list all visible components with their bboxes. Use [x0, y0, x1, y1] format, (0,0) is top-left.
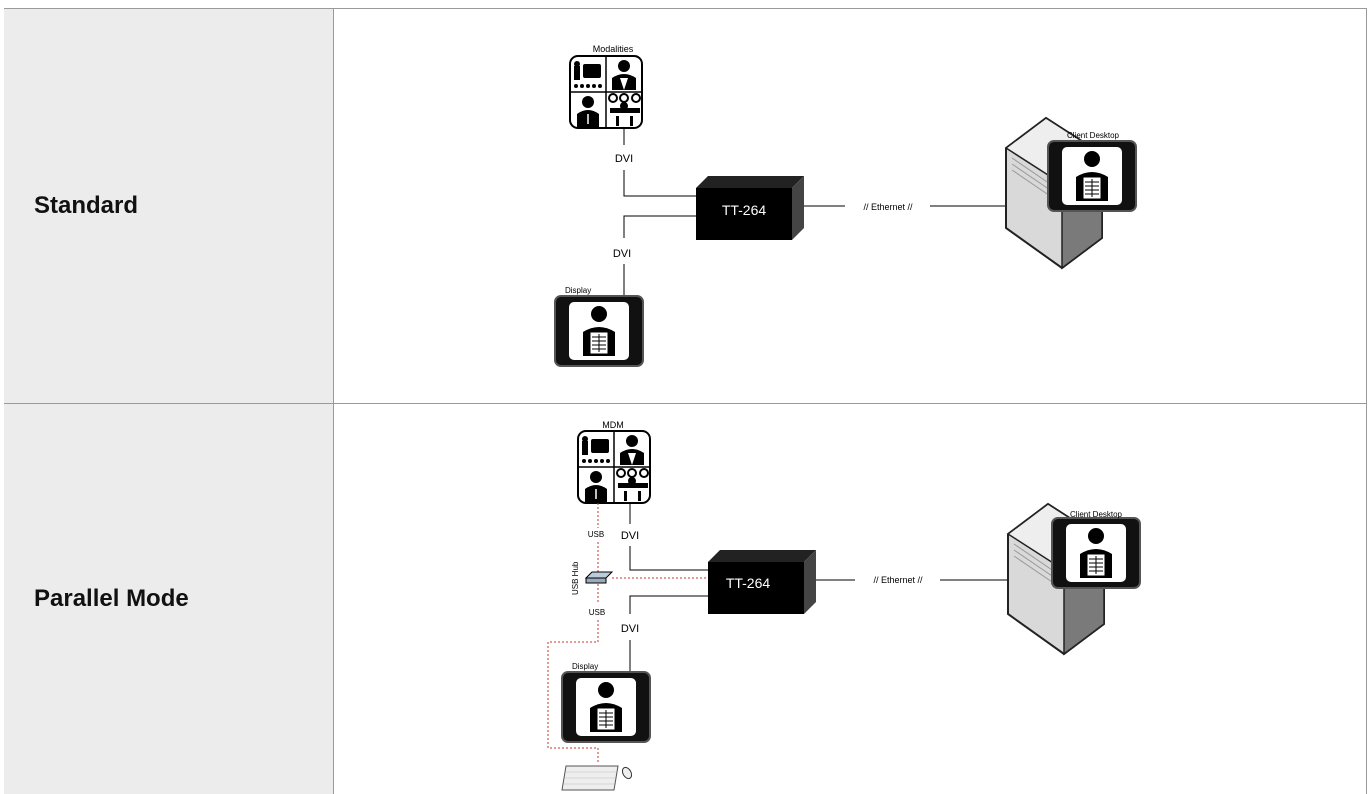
dvi-label-bottom-p: DVI — [621, 623, 639, 635]
dvi-label-bottom: DVI — [613, 248, 631, 260]
row-label-cell-parallel: Parallel Mode — [4, 404, 334, 794]
dvi-label-top-p: DVI — [621, 530, 639, 542]
row-label-parallel-mode: Parallel Mode — [34, 585, 189, 612]
standard-diagram: Modalities DVI TT-264 // Ethernet // Cli… — [554, 44, 1137, 367]
mouse-icon — [621, 766, 633, 780]
ethernet-label: // Ethernet // — [863, 202, 913, 212]
tt264-label: TT-264 — [722, 202, 767, 218]
client-monitor-icon — [1047, 140, 1137, 212]
client-desktop-label: Client Desktop — [1067, 131, 1120, 140]
tt264-label-p: TT-264 — [726, 575, 771, 591]
display-label: Display — [565, 286, 591, 295]
parallel-diagram: MDM USB DVI USB Hub TT-264 // Ethernet /… — [547, 420, 1141, 791]
modalities-label: Modalities — [593, 44, 634, 54]
usb-hub-icon — [584, 571, 614, 584]
keyboard-icon — [561, 765, 619, 791]
dvi-line-bottom-p — [629, 595, 708, 614]
display-monitor-icon — [554, 295, 644, 367]
display-monitor-icon-p — [561, 671, 651, 743]
usb-label-top: USB — [588, 530, 604, 539]
dvi-line-top-p2 — [629, 546, 708, 571]
row-separator — [4, 403, 1367, 404]
mdm-icon — [577, 430, 651, 504]
modalities-icon — [569, 55, 643, 129]
display-label-p: Display — [572, 662, 598, 671]
row-label-standard: Standard — [34, 192, 139, 219]
dvi-label-top: DVI — [615, 153, 633, 165]
mdm-label: MDM — [602, 420, 624, 430]
row-label-cell-standard: Standard — [4, 9, 334, 403]
dvi-line-bottom — [623, 215, 696, 238]
client-desktop-label-p: Client Desktop — [1070, 510, 1123, 519]
usb-hub-label: USB Hub — [571, 561, 580, 595]
dvi-line-top-2 — [623, 170, 696, 197]
usb-line-to-keyboard — [547, 620, 599, 764]
usb-label-bottom: USB — [589, 608, 605, 617]
client-monitor-icon-p — [1051, 517, 1141, 589]
ethernet-label-p: // Ethernet // — [873, 575, 923, 585]
